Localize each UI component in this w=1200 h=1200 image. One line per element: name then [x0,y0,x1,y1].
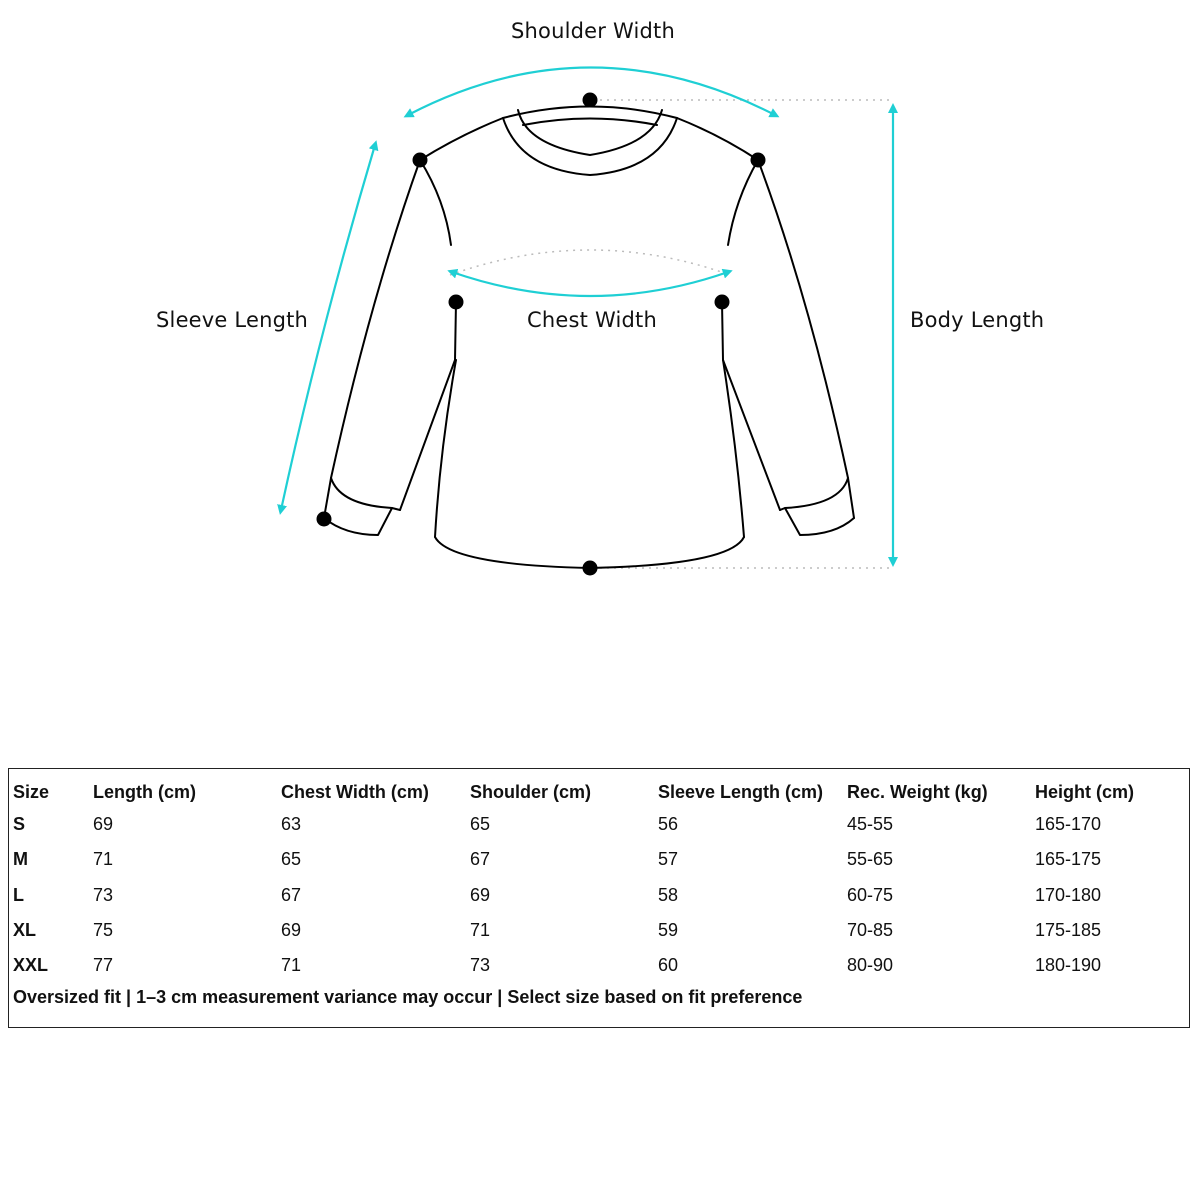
chest-width-label: Chest Width [527,308,657,332]
weight-cell: 60-75 [847,884,894,905]
sweatshirt-illustration [277,66,898,576]
shoulder-width-arrow [403,66,780,118]
size-cell: S [13,814,26,835]
garment-outline [323,105,855,569]
weight-cell: 55-65 [847,849,894,870]
sleeve-cell: 59 [658,920,679,941]
shoulder-width-label: Shoulder Width [511,19,676,43]
chest-cell: 63 [281,814,302,835]
length-cell: 69 [93,814,114,835]
body-length-label: Body Length [910,308,1045,332]
sleeve-length-label: Sleeve Length [156,308,309,332]
height-cell: 175-185 [1035,920,1102,941]
header-length: Length (cm) [93,781,196,802]
sleeve-cell: 58 [658,884,679,905]
height-cell: 180-190 [1035,955,1102,976]
length-cell: 73 [93,884,114,905]
sleeve-cell: 57 [658,849,679,870]
measurement-arrows [277,66,898,567]
fit-note: Oversized fit | 1–3 cm measurement varia… [13,987,803,1007]
sleeve-cell: 60 [658,955,679,976]
length-cell: 71 [93,849,114,870]
size-cell: M [13,849,28,870]
size-cell: L [13,884,24,905]
measurement-diagram: Shoulder Width Sleeve Length Chest Width… [156,19,1045,576]
shoulder-cell: 73 [470,955,491,976]
header-size: Size [13,781,50,802]
weight-cell: 70-85 [847,920,894,941]
height-cell: 165-170 [1035,814,1102,835]
sleeve-cell: 56 [658,814,679,835]
length-cell: 77 [93,955,114,976]
weight-cell: 45-55 [847,814,894,835]
size-chart: Size Length (cm) Chest Width (cm) Should… [8,768,1190,1028]
chest-cell: 67 [281,884,302,905]
shoulder-cell: 71 [470,920,491,941]
header-shoulder: Shoulder (cm) [470,781,592,802]
table-row: S 69 63 65 56 45-55 165-170 [13,807,1185,842]
size-cell: XL [13,920,37,941]
header-chest-width: Chest Width (cm) [281,781,429,802]
chest-width-arrow [447,268,733,298]
table-row: L 73 67 69 58 60-75 170-180 [13,878,1185,913]
measurement-points [316,92,766,576]
sleeve-length-arrow [277,140,379,515]
chest-cell: 69 [281,920,302,941]
table-row: M 71 65 67 57 55-65 165-175 [13,842,1185,877]
table-row: XXL 77 71 73 60 80-90 180-190 [13,948,1185,983]
chest-cell: 71 [281,955,302,976]
height-cell: 165-175 [1035,849,1102,870]
length-cell: 75 [93,920,114,941]
guide-lines [449,99,890,569]
shoulder-cell: 69 [470,884,491,905]
header-sleeve-length: Sleeve Length (cm) [658,781,824,802]
weight-cell: 80-90 [847,955,894,976]
table-row: XL 75 69 71 59 70-85 175-185 [13,913,1185,948]
size-table: Size Length (cm) Chest Width (cm) Should… [13,777,1185,983]
height-cell: 170-180 [1035,884,1102,905]
shoulder-cell: 67 [470,849,491,870]
table-header-row: Size Length (cm) Chest Width (cm) Should… [13,777,1185,807]
header-height: Height (cm) [1035,781,1134,802]
header-rec-weight: Rec. Weight (kg) [847,781,988,802]
chest-cell: 65 [281,849,302,870]
shoulder-cell: 65 [470,814,491,835]
size-cell: XXL [13,955,49,976]
